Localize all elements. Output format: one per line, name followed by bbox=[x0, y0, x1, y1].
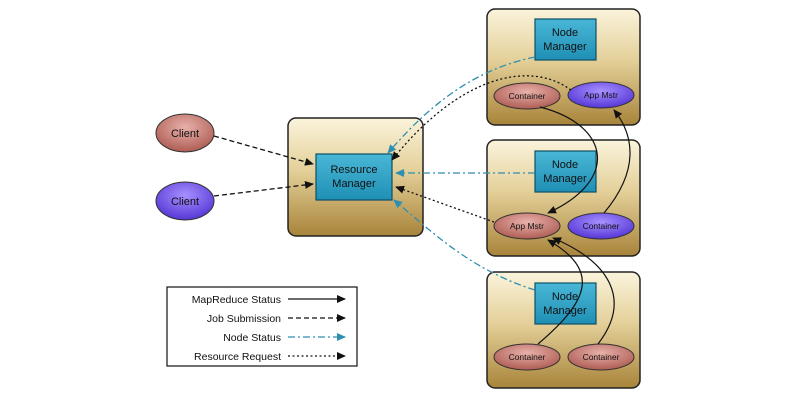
container-label-2: Container bbox=[583, 221, 620, 231]
node-manager-label-3b: Manager bbox=[543, 305, 587, 317]
app-master-ellipse-2 bbox=[493, 212, 561, 240]
client-label-1: Client bbox=[171, 128, 199, 140]
resource-manager-box bbox=[315, 153, 393, 201]
mapreduce-status-arrow-4 bbox=[552, 237, 615, 345]
client-node-1: Client bbox=[155, 113, 215, 153]
container-ellipse-1 bbox=[493, 82, 561, 110]
node-manager-label-3a: Node bbox=[552, 291, 578, 303]
node-manager-label-1a: Node bbox=[552, 27, 578, 39]
node-manager-box-1 bbox=[534, 18, 597, 61]
legend-label-resource-request: Resource Request bbox=[194, 351, 281, 363]
container-label-4: Container bbox=[583, 352, 620, 362]
resource-manager-label-line2: Manager bbox=[332, 178, 376, 190]
node-manager-box-2 bbox=[534, 150, 597, 193]
legend: MapReduce Status Job Submission Node Sta… bbox=[166, 286, 358, 367]
legend-label-mapreduce-status: MapReduce Status bbox=[192, 294, 281, 306]
container-label-3: Container bbox=[509, 352, 546, 362]
node-host-3: Node Manager Container Container bbox=[486, 271, 641, 389]
node-manager-label-2a: Node bbox=[552, 159, 578, 171]
resource-request-arrow-1 bbox=[391, 75, 572, 161]
container-ellipse-4 bbox=[567, 343, 635, 371]
container-ellipse-3 bbox=[493, 343, 561, 371]
node-host-1: Node Manager Container App Mstr bbox=[486, 8, 641, 126]
node-host-2: Node Manager App Mstr Container bbox=[486, 139, 641, 257]
app-master-ellipse-1 bbox=[567, 81, 635, 109]
mapreduce-status-arrow-3 bbox=[537, 239, 583, 345]
job-submission-arrow-2 bbox=[213, 180, 314, 197]
node-manager-label-1b: Manager bbox=[543, 41, 587, 53]
legend-label-node-status: Node Status bbox=[223, 332, 281, 344]
resource-manager-label-line1: Resource bbox=[330, 164, 377, 176]
legend-label-job-submission: Job Submission bbox=[207, 313, 281, 325]
node-status-arrow-3 bbox=[393, 199, 536, 291]
client-label-2: Client bbox=[171, 196, 199, 208]
container-ellipse-2 bbox=[567, 212, 635, 240]
client-node-2: Client bbox=[155, 181, 215, 221]
job-submission-arrow-1 bbox=[213, 135, 314, 166]
mapreduce-status-arrow-1 bbox=[539, 106, 599, 214]
node-manager-label-2b: Manager bbox=[543, 173, 587, 185]
node-status-arrow-1 bbox=[387, 56, 536, 154]
mapreduce-status-arrow-2 bbox=[603, 109, 631, 214]
app-master-label-2: App Mstr bbox=[510, 221, 544, 231]
container-label-1: Container bbox=[509, 91, 546, 101]
app-master-label-1: App Mstr bbox=[584, 90, 618, 100]
resource-request-arrow-2 bbox=[395, 185, 495, 223]
